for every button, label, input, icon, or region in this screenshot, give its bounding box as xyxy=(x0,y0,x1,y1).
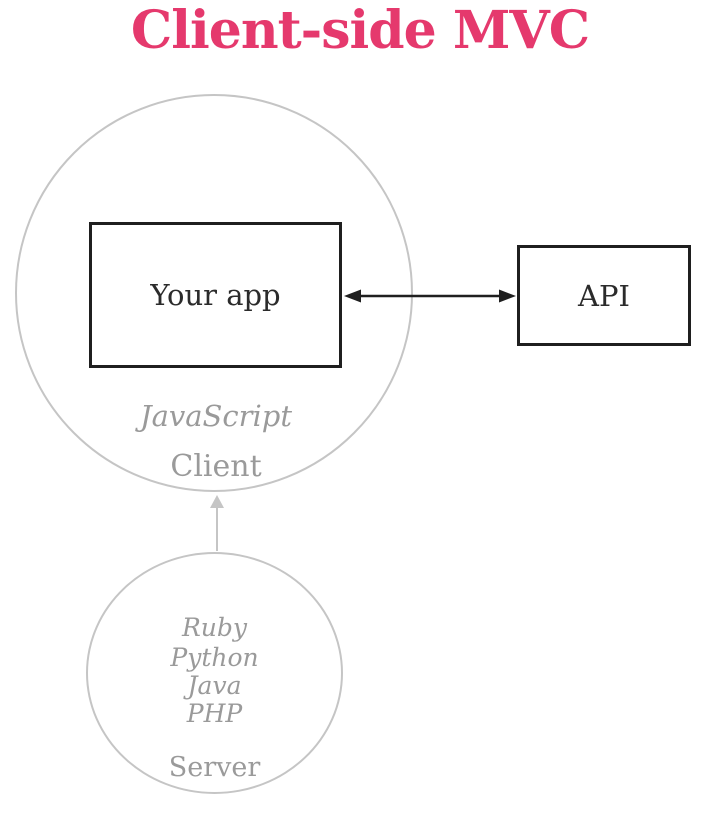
your-app-box: Your app xyxy=(89,222,342,368)
server-label: Server xyxy=(168,752,261,783)
client-circle xyxy=(15,94,413,492)
server-client-arrow xyxy=(210,495,224,551)
api-label: API xyxy=(578,278,630,313)
api-box: API xyxy=(517,245,691,346)
server-circle xyxy=(86,552,343,794)
client-label: Client xyxy=(170,449,262,484)
server-language-java: Java xyxy=(187,671,242,700)
server-language-php: PHP xyxy=(186,699,243,728)
server-language-ruby: Ruby xyxy=(181,613,248,642)
diagram-title: Client-side MVC xyxy=(130,0,590,61)
your-app-label: Your app xyxy=(150,278,281,312)
server-language-python: Python xyxy=(170,643,259,672)
javascript-label: JavaScript xyxy=(139,399,293,433)
